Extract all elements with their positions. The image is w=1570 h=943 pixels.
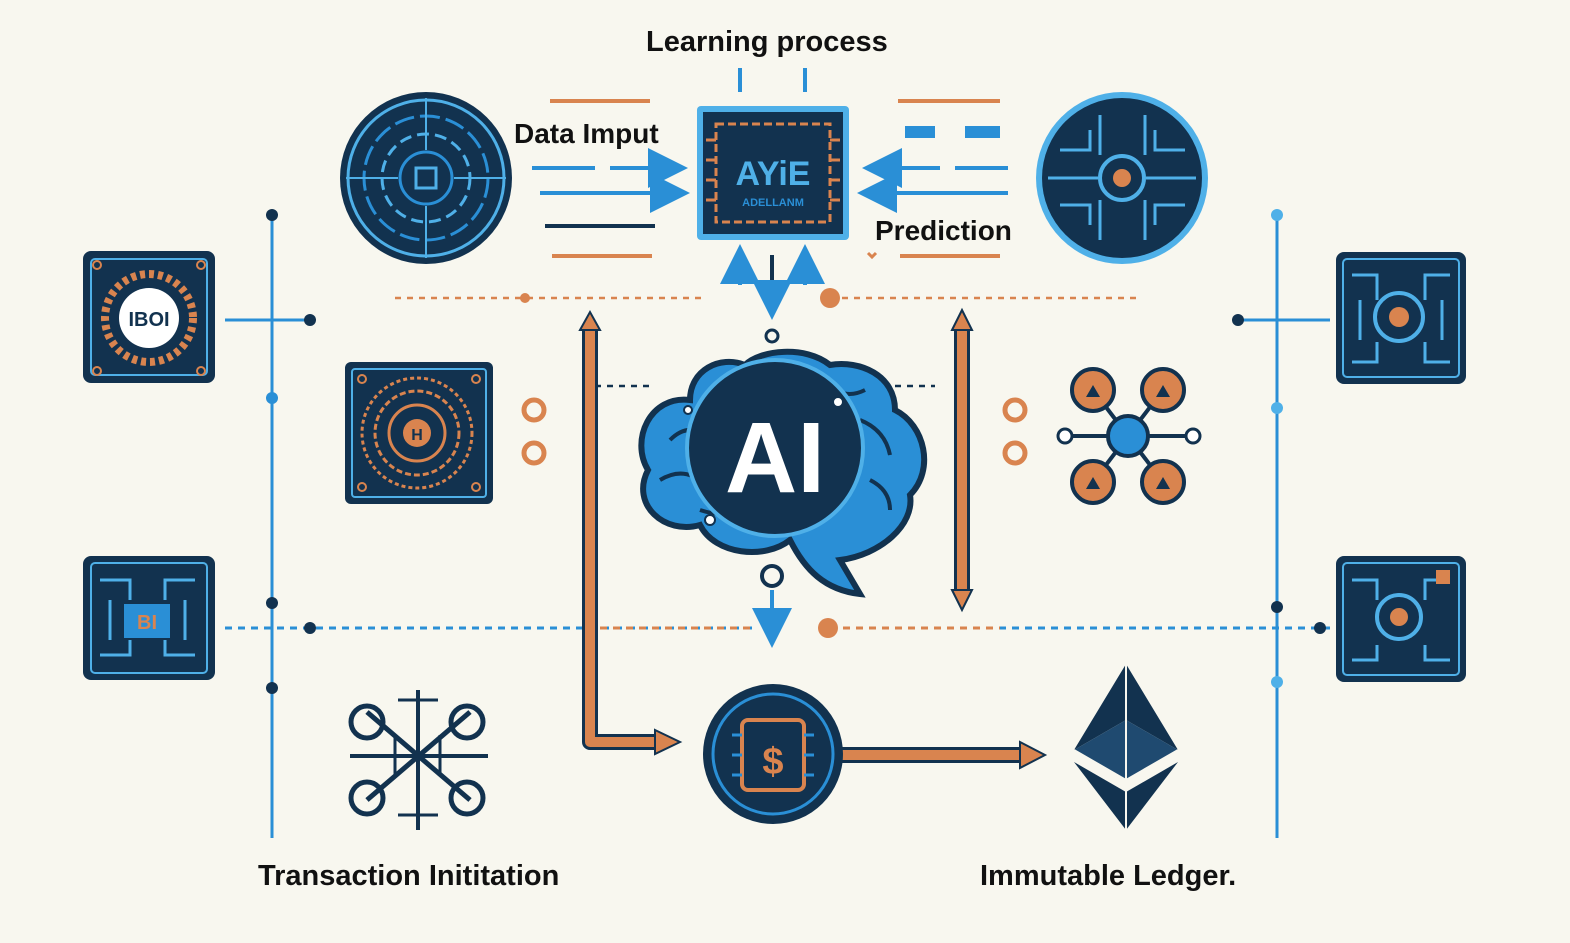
left-rail [225,209,316,838]
orange-pipe-left [578,309,683,756]
immutable-ledger-label: Immutable Ledger. [980,860,1237,892]
dashed-connectors [225,288,1330,638]
orange-pipe-right [950,307,974,613]
ethereum-icon [1073,664,1179,830]
chip-sub-text: ADELLANM [742,197,804,209]
right-rail [1232,209,1330,838]
top-output-lines [857,99,1008,260]
chip-right-bottom-icon [1336,556,1466,682]
circular-chip-text: H [411,427,423,444]
orange-dots-left [521,397,547,466]
chip-ibo-text: IBOI [128,309,169,331]
learning-process-label: Learning process [646,26,888,58]
dollar-coin-icon: $ [703,684,843,824]
chip-bi-text: BI [137,612,157,634]
processor-chip-icon: AYiE ADELLANM [697,106,849,240]
coin-text: $ [762,741,783,783]
transaction-initiation-label: Transaction Inititation [258,860,560,892]
orange-pipe-bottom [840,740,1048,770]
top-input-lines [532,68,807,258]
chip-main-text: AYiE [736,155,811,193]
circuit-disc-left-icon [340,92,512,264]
chip-ibo-icon: IBOI [83,251,215,383]
brain-icon: AI [638,348,928,598]
circular-chip-icon: H [345,362,493,504]
network-nodes-icon [1002,367,1202,505]
circuit-disc-right-icon [1036,92,1208,264]
data-input-label: Data Imput [514,118,659,149]
transaction-knot-icon [348,690,488,830]
ai-text: AI [725,402,825,514]
chip-arrows [720,244,825,648]
prediction-label: Prediction [875,215,1012,246]
chip-right-top-icon [1336,252,1466,384]
chip-bi-icon: BI [83,556,215,680]
